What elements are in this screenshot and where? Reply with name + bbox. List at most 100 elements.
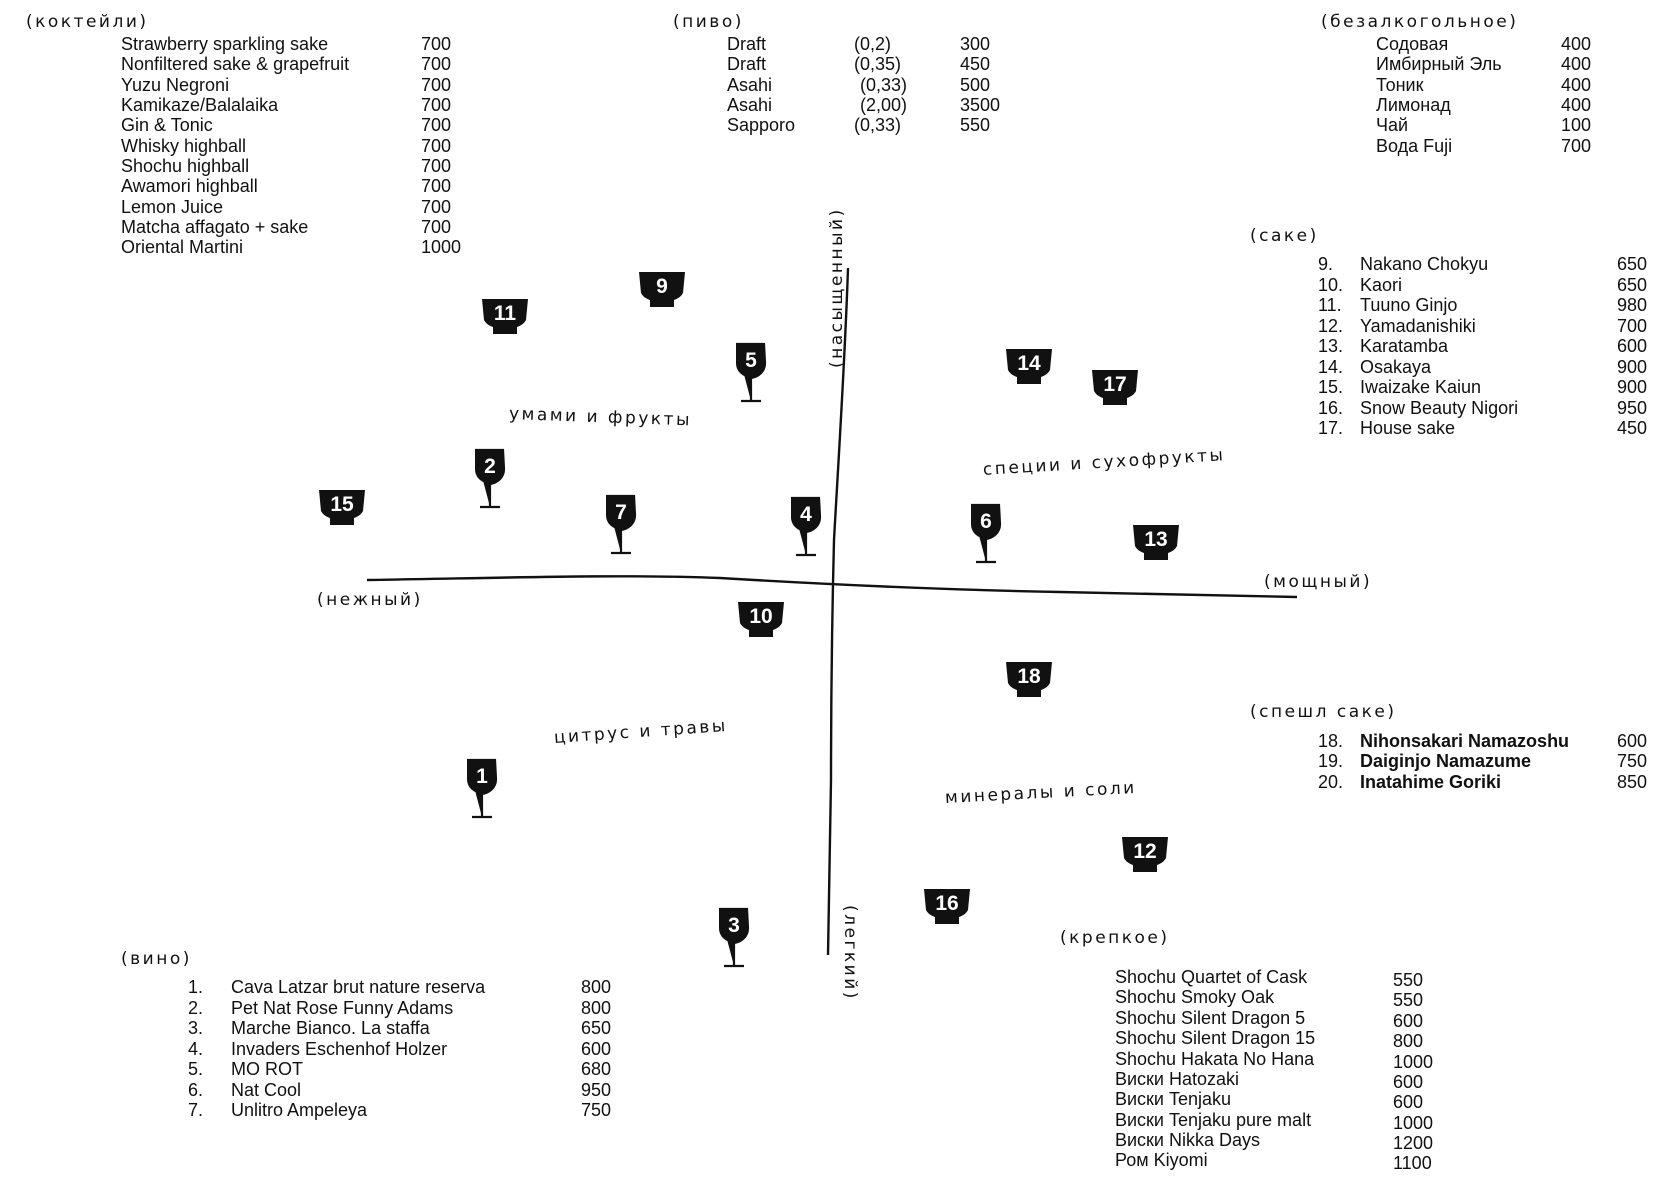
item-name: Sapporo <box>727 115 796 135</box>
item-name: Тоник <box>1376 75 1424 95</box>
item-num: 1. <box>188 977 204 997</box>
item-num: 13. <box>1318 336 1344 356</box>
marker-number: 5 <box>745 349 757 372</box>
item-num: 3. <box>188 1018 204 1038</box>
item-price: 700 <box>421 217 452 237</box>
item-name: Shochu Silent Dragon 5 <box>1115 1008 1306 1028</box>
item-price: 600 <box>1617 731 1648 751</box>
item-name: Вода Fuji <box>1376 136 1453 156</box>
item-name: Asahi <box>727 95 773 115</box>
item-price: 600 <box>1617 336 1648 356</box>
vertical-axis <box>826 267 850 956</box>
item-price: 550 <box>1393 990 1424 1010</box>
item-size: (0,2) <box>854 34 892 54</box>
item-price: 1000 <box>421 237 462 257</box>
item-name: Nat Cool <box>231 1080 302 1100</box>
item-name: Виски Tenjaku <box>1115 1089 1232 1109</box>
item-name: Draft <box>727 34 767 54</box>
item-name: Nakano Chokyu <box>1360 254 1489 274</box>
item-price: 700 <box>421 54 452 74</box>
marker-number: 1 <box>476 765 488 788</box>
item-name: Ром Kiyomi <box>1115 1150 1208 1170</box>
sake-cup-marker: 13 <box>1131 522 1181 566</box>
item-price: 1000 <box>1393 1113 1434 1133</box>
marker-number: 12 <box>1133 840 1157 863</box>
item-num: 9. <box>1318 254 1334 274</box>
item-size: (0,33) <box>854 115 902 135</box>
sake-title: (саке) <box>1250 226 1319 246</box>
item-name: Gin & Tonic <box>121 115 213 135</box>
item-price: 650 <box>1617 254 1648 274</box>
item-price: 1200 <box>1393 1133 1434 1153</box>
axis-label-top: (насыщенный) <box>827 207 847 368</box>
item-name: Yuzu Negroni <box>121 75 230 95</box>
item-name: Yamadanishiki <box>1360 316 1476 336</box>
item-num: 2. <box>188 998 204 1018</box>
item-name: Tuuno Ginjo <box>1360 295 1458 315</box>
item-name: Nonfiltered sake & grapefruit <box>121 54 350 74</box>
sake-cup-marker: 12 <box>1120 834 1170 878</box>
wine-glass-marker: 7 <box>597 493 653 569</box>
sake-cup-marker: 15 <box>317 487 367 531</box>
beer-title: (пиво) <box>673 12 744 32</box>
item-name: Чай <box>1376 115 1409 135</box>
axis-label-right: (мощный) <box>1264 572 1373 592</box>
marker-number: 3 <box>728 914 740 937</box>
item-name: Strawberry sparkling sake <box>121 34 329 54</box>
axis-label-left: (нежный) <box>317 590 423 610</box>
wine-glass-marker: 3 <box>710 906 766 982</box>
marker-number: 14 <box>1017 352 1041 375</box>
item-num: 11. <box>1318 295 1342 315</box>
wine-glass-marker: 1 <box>458 757 514 833</box>
item-price: 1000 <box>1393 1052 1434 1072</box>
item-price: 100 <box>1561 115 1592 135</box>
item-price: 850 <box>1617 772 1648 792</box>
item-num: 18. <box>1318 731 1344 751</box>
item-price: 900 <box>1617 377 1648 397</box>
item-price: 300 <box>960 34 991 54</box>
item-name: Inatahime Goriki <box>1360 772 1502 792</box>
sake-cup-icon <box>639 272 685 307</box>
item-price: 3500 <box>960 95 1001 115</box>
sake-cup-icon <box>1092 370 1138 405</box>
soft-title: (безалкогольное) <box>1321 12 1519 32</box>
item-num: 12. <box>1318 316 1344 336</box>
zone-label-spices: специи и сухофрукты <box>982 445 1226 480</box>
item-num: 16. <box>1318 398 1344 418</box>
sake-cup-marker: 17 <box>1090 367 1140 411</box>
item-name: Oriental Martini <box>121 237 244 257</box>
item-num: 17. <box>1318 418 1344 438</box>
item-name: Kaori <box>1360 275 1403 295</box>
item-price: 400 <box>1561 75 1592 95</box>
item-name: Shochu Smoky Oak <box>1115 987 1275 1007</box>
item-num: 6. <box>188 1080 204 1100</box>
item-price: 700 <box>421 197 452 217</box>
item-price: 700 <box>421 156 452 176</box>
sake-cup-icon <box>738 602 784 637</box>
item-price: 680 <box>581 1059 612 1079</box>
item-name: Виски Tenjaku pure malt <box>1115 1110 1312 1130</box>
marker-number: 15 <box>330 493 354 516</box>
item-name: Shochu Silent Dragon 15 <box>1115 1028 1316 1048</box>
item-name: Whisky highball <box>121 136 247 156</box>
item-price: 750 <box>1617 751 1648 771</box>
item-name: MO ROT <box>231 1059 303 1079</box>
marker-number: 4 <box>800 503 812 526</box>
cocktails-title: (коктейли) <box>26 12 149 32</box>
item-price: 800 <box>1393 1031 1424 1051</box>
marker-number: 6 <box>980 510 992 533</box>
marker-number: 11 <box>493 302 517 325</box>
wine-glass-icon <box>467 758 498 819</box>
item-name: House sake <box>1360 418 1456 438</box>
sake-cup-marker: 18 <box>1004 659 1054 703</box>
item-price: 450 <box>960 54 991 74</box>
item-name: Asahi <box>727 75 773 95</box>
item-price: 700 <box>421 34 452 54</box>
item-price: 700 <box>421 75 452 95</box>
item-num: 14. <box>1318 357 1344 377</box>
item-num: 4. <box>188 1039 204 1059</box>
sake-cup-icon <box>482 299 528 334</box>
wine-glass-marker: 6 <box>962 502 1018 578</box>
item-price: 980 <box>1617 295 1648 315</box>
item-name: Draft <box>727 54 767 74</box>
